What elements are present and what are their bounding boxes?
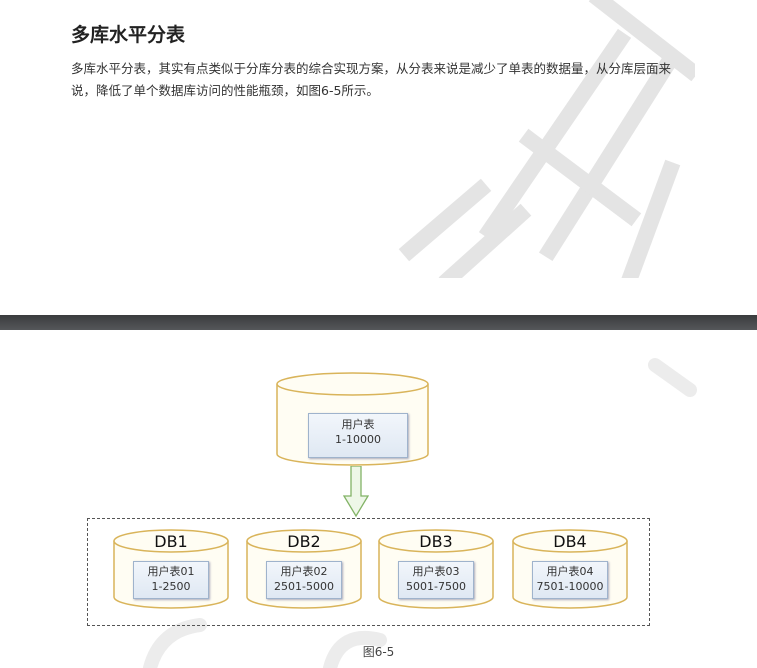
page-gap <box>0 278 757 315</box>
table-name: 用户表04 <box>546 565 594 578</box>
database-name: DB3 <box>419 532 453 551</box>
database-cylinder-db2: DB2 用户表02 2501-5000 <box>246 529 362 609</box>
table-name: 用户表01 <box>147 565 195 578</box>
table-box: 用户表03 5001-7500 <box>398 561 474 599</box>
database-name: DB4 <box>553 532 587 551</box>
database-name: DB1 <box>154 532 188 551</box>
source-table-name: 用户表 <box>341 418 375 431</box>
table-range: 7501-10000 <box>536 580 604 593</box>
table-range: 5001-7500 <box>406 580 466 593</box>
page-divider-bar <box>0 315 757 330</box>
split-arrow-icon <box>343 466 369 518</box>
database-cylinder-db1: DB1 用户表01 1-2500 <box>113 529 229 609</box>
table-range: 2501-5000 <box>274 580 334 593</box>
table-box: 用户表04 7501-10000 <box>532 561 608 599</box>
document-page-1: 多库水平分表 多库水平分表，其实有点类似于分库分表的综合实现方案，从分表来说是减… <box>0 0 757 278</box>
table-box: 用户表02 2501-5000 <box>266 561 342 599</box>
database-cylinder-db3: DB3 用户表03 5001-7500 <box>378 529 494 609</box>
source-table-box: 用户表 1-10000 <box>308 413 408 458</box>
source-table-range: 1-10000 <box>335 433 381 446</box>
watermark <box>398 0 695 278</box>
sharded-databases-group <box>87 518 650 626</box>
section-title: 多库水平分表 <box>71 24 186 46</box>
table-name: 用户表03 <box>412 565 460 578</box>
table-name: 用户表02 <box>280 565 328 578</box>
section-paragraph: 多库水平分表，其实有点类似于分库分表的综合实现方案，从分表来说是减少了单表的数据… <box>71 61 672 98</box>
table-box: 用户表01 1-2500 <box>133 561 209 599</box>
source-database-cylinder: 用户表 1-10000 <box>276 372 429 466</box>
document-page-2: 用户表 1-10000 DB1 用户表01 1-2500 DB2 用户表02 2… <box>0 330 757 668</box>
table-range: 1-2500 <box>151 580 191 593</box>
database-cylinder-db4: DB4 用户表04 7501-10000 <box>512 529 628 609</box>
database-name: DB2 <box>287 532 321 551</box>
figure-caption: 图6-5 <box>362 645 395 659</box>
